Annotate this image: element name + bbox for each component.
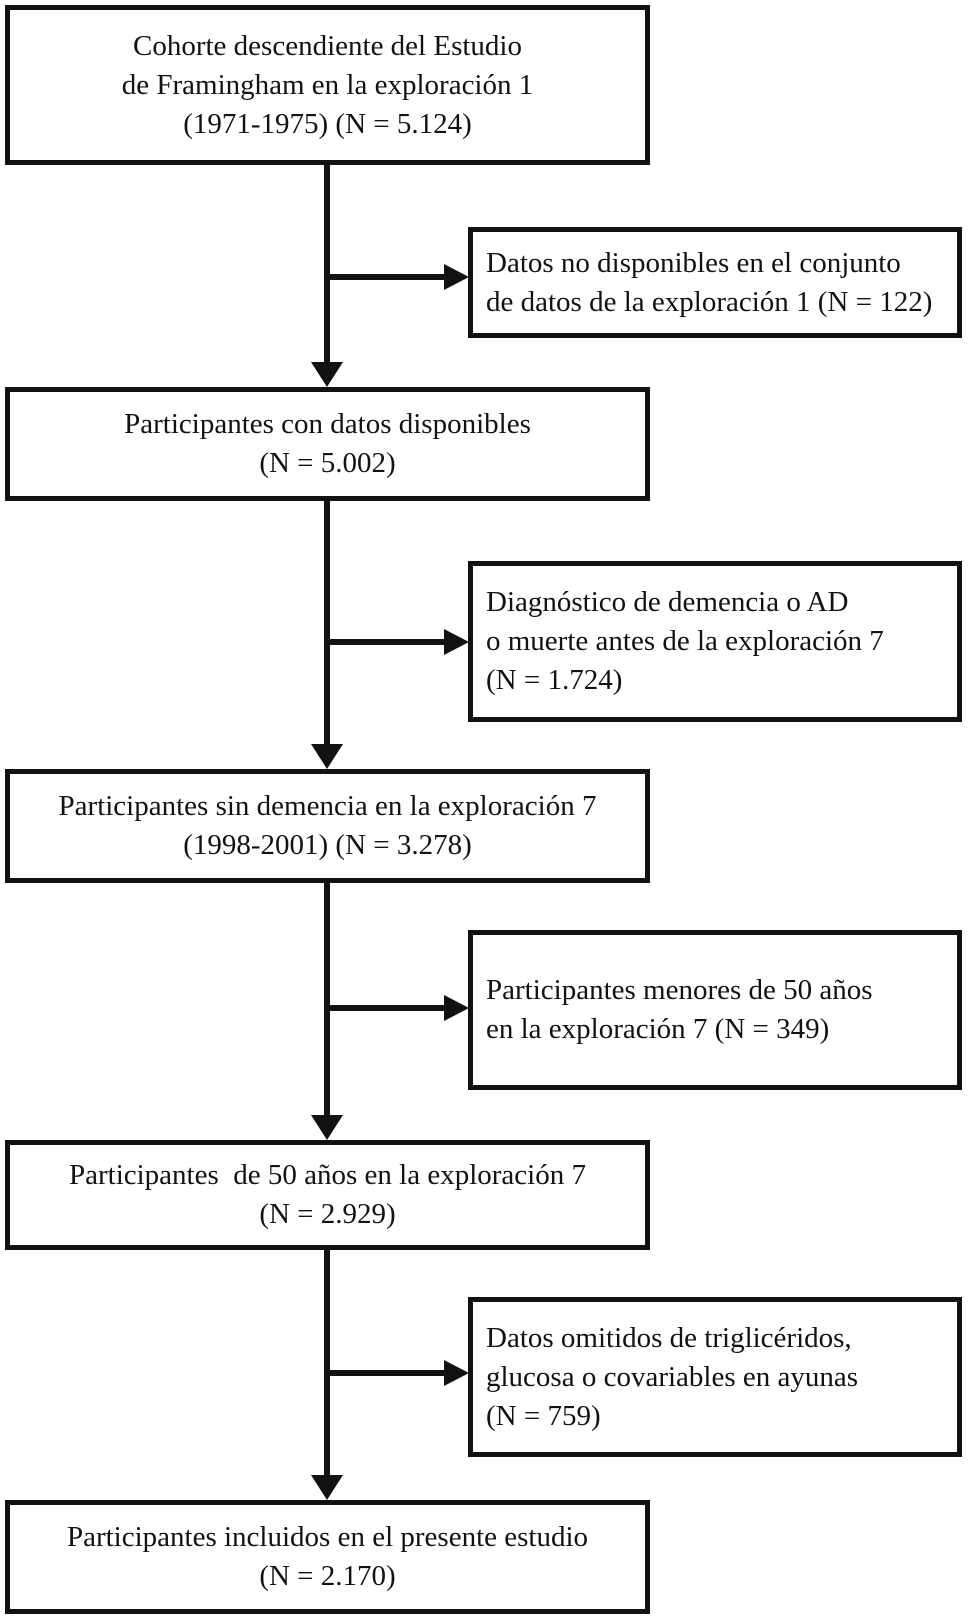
flow-box-excluded-dementia-death-text: Diagnóstico de demencia o AD o muerte an… <box>486 586 884 696</box>
flow-box-excluded-under-50: Participantes menores de 50 años en la e… <box>468 930 962 1090</box>
connector-line-1 <box>324 165 330 365</box>
connector-line-2 <box>324 501 330 746</box>
flow-box-excluded-under-50-text: Participantes menores de 50 años en la e… <box>486 974 873 1045</box>
flow-box-age-50-text: Participantes de 50 años en la exploraci… <box>68 1159 586 1230</box>
flow-box-excluded-dementia-death: Diagnóstico de demencia o AD o muerte an… <box>468 561 962 722</box>
arrow-right-icon-4 <box>444 1360 469 1386</box>
flow-box-excluded-missing-data: Datos omitidos de triglicéridos, glucosa… <box>468 1297 962 1457</box>
flow-box-excluded-no-data-text: Datos no disponibles en el conjunto de d… <box>486 246 933 318</box>
flow-box-included-text: Participantes incluidos en el presente e… <box>66 1521 589 1592</box>
arrow-down-icon-4 <box>311 1475 343 1500</box>
branch-line-4 <box>325 1370 446 1376</box>
arrow-right-icon-2 <box>444 629 469 655</box>
flow-box-excluded-no-data: Datos no disponibles en el conjunto de d… <box>468 227 962 338</box>
flow-box-no-dementia-text: Participantes sin demencia en la explora… <box>58 790 597 861</box>
connector-line-4 <box>324 1250 330 1476</box>
flow-box-cohort: Cohorte descendiente del Estudio de Fram… <box>5 5 650 165</box>
arrow-down-icon-1 <box>311 362 343 387</box>
branch-line-2 <box>325 639 446 645</box>
flow-box-available-text: Participantes con datos disponibles (N =… <box>124 408 531 479</box>
flow-box-excluded-missing-data-text: Datos omitidos de triglicéridos, glucosa… <box>486 1321 859 1432</box>
flow-box-age-50: Participantes de 50 años en la exploraci… <box>5 1140 650 1250</box>
arrow-right-icon-1 <box>444 264 469 290</box>
arrow-down-icon-3 <box>311 1115 343 1140</box>
flow-box-no-dementia: Participantes sin demencia en la explora… <box>5 769 650 883</box>
arrow-down-icon-2 <box>311 744 343 769</box>
connector-line-3 <box>324 883 330 1116</box>
branch-line-1 <box>325 274 446 280</box>
branch-line-3 <box>325 1005 446 1011</box>
flow-box-cohort-text: Cohorte descendiente del Estudio de Fram… <box>121 29 534 140</box>
flow-box-included: Participantes incluidos en el presente e… <box>5 1500 650 1614</box>
arrow-right-icon-3 <box>444 995 469 1021</box>
flow-box-available: Participantes con datos disponibles (N =… <box>5 387 650 501</box>
